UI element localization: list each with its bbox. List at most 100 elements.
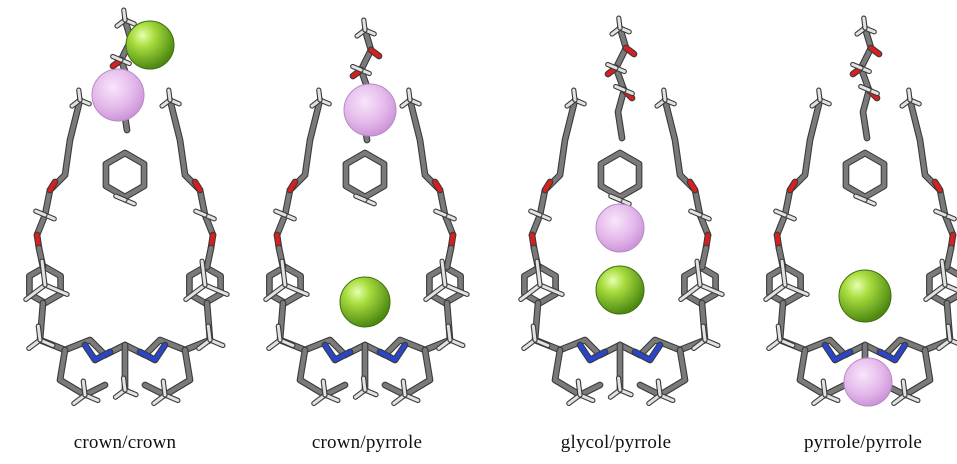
- bond: [944, 245, 954, 270]
- bond: [946, 324, 952, 342]
- bond: [851, 62, 863, 70]
- bond: [901, 379, 907, 397]
- bond: [843, 150, 887, 200]
- bond: [287, 179, 298, 193]
- bond: [637, 347, 688, 398]
- bond: [614, 84, 626, 92]
- bond: [280, 259, 287, 287]
- bond: [167, 88, 172, 102]
- bond: [434, 209, 447, 217]
- bond: [940, 259, 947, 287]
- bond: [617, 376, 622, 392]
- bond: [204, 245, 214, 270]
- bond: [34, 209, 47, 217]
- bond: [821, 379, 827, 397]
- chloride-sphere-top: [125, 20, 175, 70]
- bond: [542, 179, 553, 193]
- bond: [698, 283, 724, 296]
- bond: [43, 283, 69, 296]
- panel-crown-crown: [23, 7, 230, 407]
- bond: [264, 283, 287, 301]
- bond: [142, 347, 193, 398]
- bond: [36, 324, 42, 342]
- bond: [401, 379, 407, 397]
- bond: [276, 324, 282, 342]
- bond: [206, 324, 212, 342]
- bond: [382, 347, 433, 398]
- bond: [882, 347, 933, 398]
- bond: [538, 283, 564, 296]
- bond: [924, 283, 947, 301]
- bond: [797, 347, 848, 398]
- bromide-sphere-base: [843, 357, 893, 407]
- bond: [321, 379, 327, 397]
- bond: [519, 283, 542, 301]
- bond: [932, 179, 943, 193]
- bond: [780, 259, 787, 287]
- bond: [424, 283, 447, 301]
- bond: [407, 88, 412, 102]
- bond: [362, 18, 367, 32]
- bond: [822, 342, 853, 363]
- bond: [432, 179, 443, 193]
- bond: [817, 88, 822, 102]
- bond: [40, 259, 47, 287]
- bond: [200, 259, 207, 287]
- bond: [679, 283, 702, 301]
- bond: [443, 283, 469, 296]
- bond: [297, 347, 348, 398]
- bond: [572, 88, 577, 102]
- bond: [444, 245, 454, 270]
- bond: [111, 54, 123, 62]
- panel-glycol-pyrrole: [518, 15, 725, 407]
- bond: [446, 324, 452, 342]
- bond: [317, 88, 322, 102]
- bond: [274, 209, 287, 217]
- bond: [907, 88, 912, 102]
- bond: [776, 324, 782, 342]
- bond: [368, 47, 382, 59]
- bond: [695, 259, 702, 287]
- bond: [687, 179, 698, 193]
- panel-crown-pyrrole: [263, 17, 470, 407]
- bond: [787, 179, 798, 193]
- bond: [598, 150, 642, 200]
- bond: [699, 245, 709, 270]
- bond: [377, 342, 408, 363]
- bond: [868, 45, 882, 57]
- bond: [114, 194, 127, 202]
- bond: [535, 259, 542, 287]
- bond: [529, 209, 542, 217]
- bond: [47, 179, 58, 193]
- bond: [57, 347, 108, 398]
- bond: [783, 283, 809, 296]
- bond: [194, 209, 207, 217]
- bond: [774, 209, 787, 217]
- bond: [934, 209, 947, 217]
- bond: [122, 376, 127, 392]
- bond: [343, 150, 387, 200]
- bond: [322, 342, 353, 363]
- bond: [82, 342, 113, 363]
- bond: [103, 150, 147, 200]
- bond: [577, 342, 608, 363]
- caption-glycol-pyrrole: glycol/pyrrole: [560, 432, 672, 453]
- bond: [858, 25, 874, 141]
- bond: [161, 379, 167, 397]
- bond: [440, 259, 447, 287]
- panel-pyrrole-pyrrole: [763, 15, 957, 407]
- bond: [854, 194, 867, 202]
- bond: [764, 283, 787, 301]
- chloride-sphere-bottom: [838, 269, 892, 323]
- bond: [606, 62, 618, 70]
- bond: [137, 342, 168, 363]
- bond: [184, 283, 207, 301]
- bond: [283, 283, 309, 296]
- bond: [662, 88, 667, 102]
- caption-pyrrole-pyrrole: pyrrole/pyrrole: [803, 432, 922, 453]
- bond: [632, 342, 663, 363]
- bond: [862, 16, 867, 30]
- bond: [122, 8, 127, 22]
- bond: [77, 88, 82, 102]
